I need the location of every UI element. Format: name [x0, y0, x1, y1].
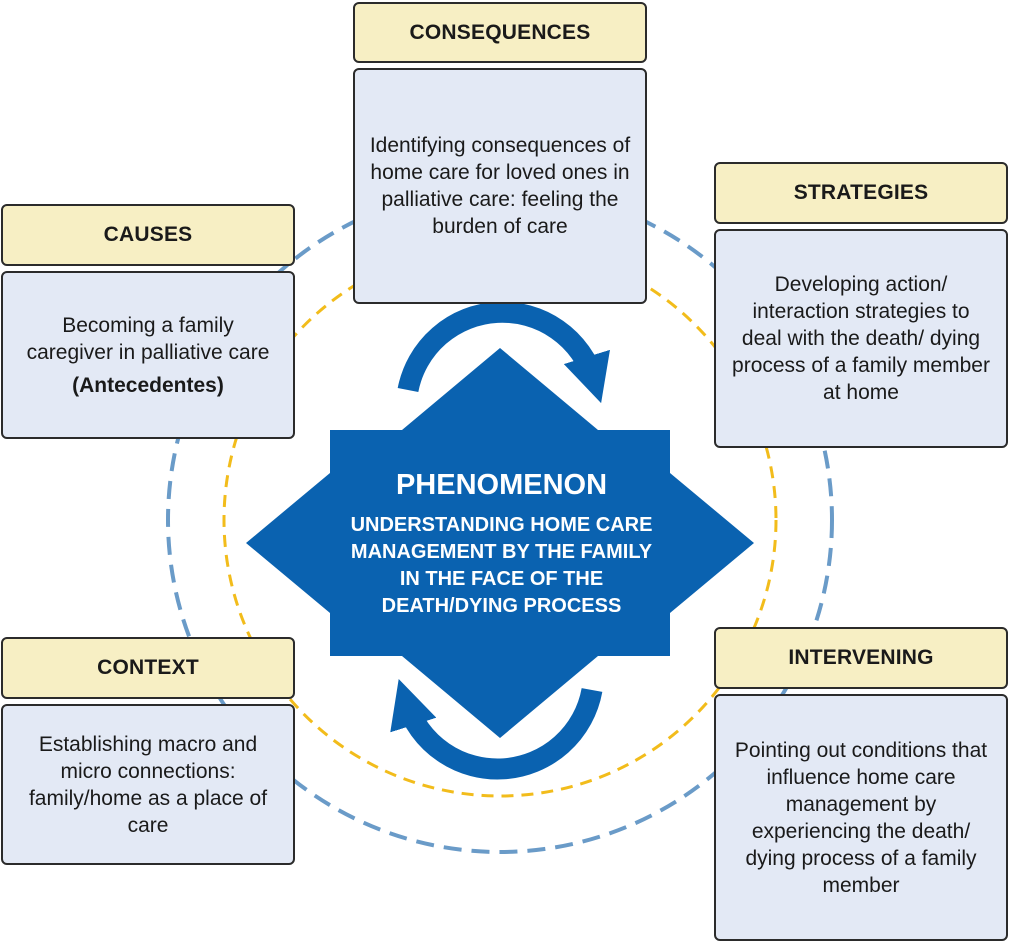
context-box: Establishing macro and micro connections… [1, 704, 295, 865]
phenomenon-description: UNDERSTANDING HOME CARE MANAGEMENT BY TH… [350, 513, 653, 617]
strategies-text: Developing action/ interaction strategie… [732, 273, 990, 404]
consequences-text: Identifying consequences of home care fo… [369, 134, 631, 238]
outer-dashed-ring [166, 186, 834, 854]
bottom-cycle-arrow-icon [390, 678, 603, 780]
intervening-title: INTERVENING [714, 627, 1008, 689]
context-title: CONTEXT [1, 637, 295, 699]
intervening-box: Pointing out conditions that influence h… [714, 694, 1008, 941]
strategies-title: STRATEGIES [714, 162, 1008, 224]
phenomenon-title: PHENOMENON [395, 468, 608, 501]
strategies-box: Developing action/ interaction strategie… [714, 229, 1008, 448]
four-way-arrow [246, 348, 754, 738]
intervening-text: Pointing out conditions that influence h… [734, 738, 988, 897]
top-cycle-arrow-icon [397, 301, 610, 404]
causes-box: Becoming a family caregiver in palliativ… [1, 271, 295, 439]
context-text: Establishing macro and micro connections… [28, 732, 268, 837]
consequences-title: CONSEQUENCES [353, 2, 647, 63]
causes-title: CAUSES [1, 204, 295, 266]
causes-text: Becoming a family caregiver in palliativ… [26, 313, 270, 364]
phenomenon-block: PHENOMENON UNDERSTANDING HOME CARE MANAG… [330, 428, 673, 660]
causes-note: (Antecedentes) [72, 373, 224, 397]
consequences-box: Identifying consequences of home care fo… [353, 68, 647, 304]
